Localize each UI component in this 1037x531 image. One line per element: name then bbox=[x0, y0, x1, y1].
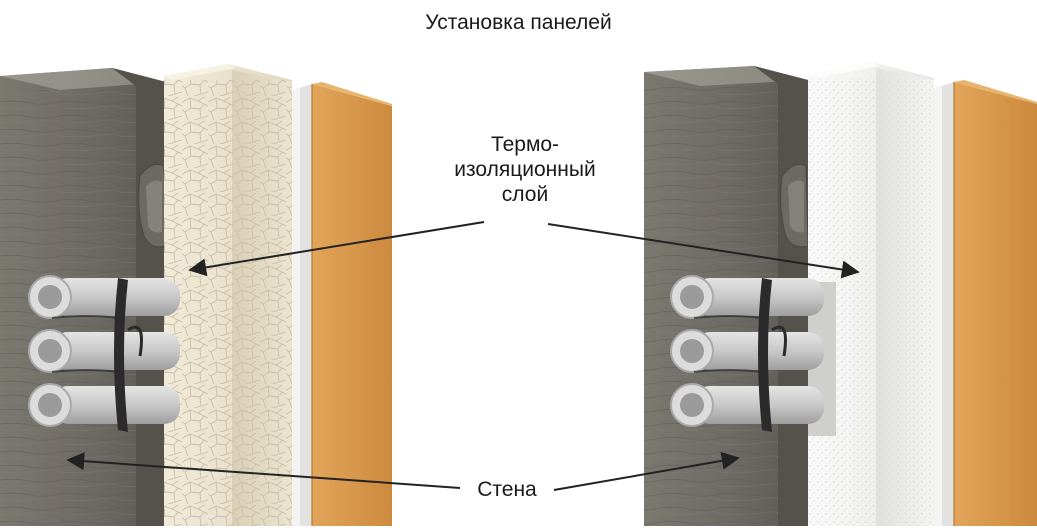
pointer-arrows bbox=[66, 221, 860, 491]
insulation-label-line-2: изоляционный bbox=[454, 158, 596, 181]
insulation-layer-label: Термо- изоляционный слой bbox=[430, 132, 620, 207]
left-assembly bbox=[0, 64, 392, 526]
right-assembly bbox=[644, 62, 1037, 526]
insulation-foam-left bbox=[164, 64, 292, 526]
anchor-bracket-icon bbox=[138, 163, 167, 248]
insulation-foam-right bbox=[808, 62, 934, 526]
anchor-bracket-icon bbox=[780, 163, 809, 248]
wall-arrow-left bbox=[66, 452, 461, 489]
insulation-label-line-3: слой bbox=[501, 183, 549, 206]
diagram-title: Установка панелей bbox=[425, 11, 612, 34]
finish-board-left bbox=[292, 84, 312, 526]
wall-label: Стена bbox=[477, 478, 537, 501]
pipe-bundle-right bbox=[670, 275, 824, 432]
insulation-arrow-left bbox=[188, 221, 485, 277]
finish-board-right bbox=[934, 82, 954, 526]
pipe-bundle-left bbox=[28, 275, 180, 432]
finish-panel-right bbox=[953, 80, 1037, 526]
wall-arrow-right bbox=[553, 451, 740, 491]
insulation-label-line-1: Термо- bbox=[490, 133, 560, 156]
finish-panel-left bbox=[311, 82, 392, 526]
insulation-arrow-right bbox=[547, 223, 860, 279]
